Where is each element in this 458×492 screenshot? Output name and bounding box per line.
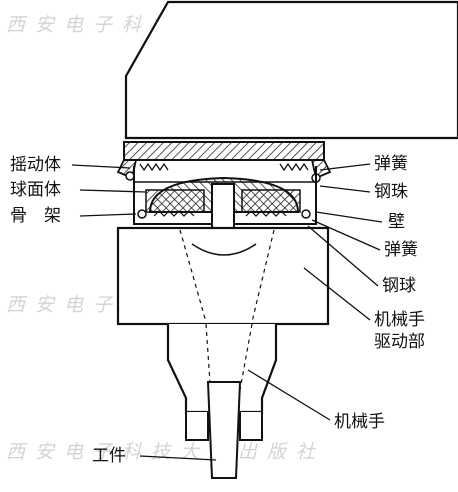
leader-lines: [71, 163, 383, 461]
manipulator-finger-right: [239, 412, 263, 441]
robot-arm-body: [124, 0, 458, 140]
label-frame: 骨 架: [10, 206, 61, 226]
label-swing-body: 摇动体: [10, 155, 61, 175]
steel-ball-lower-right: [301, 209, 311, 219]
manipulator-finger-left: [185, 412, 209, 441]
label-workpiece: 工件: [92, 446, 126, 466]
label-spring-bottom: 弹簧: [384, 240, 418, 260]
label-wall: 壁: [388, 212, 405, 232]
label-drive-line1: 机械手: [374, 310, 425, 330]
drive-top-recess: [191, 243, 257, 256]
label-spherical-body: 球面体: [10, 180, 61, 200]
upper-spring-row: [139, 162, 309, 172]
label-drive-line2: 驱动部: [374, 332, 425, 352]
lower-spring-row: [153, 210, 287, 217]
steel-ball-lower-left: [137, 209, 147, 219]
label-spring-top: 弹簧: [374, 154, 408, 174]
label-steel-ball-bottom: 钢球: [382, 276, 416, 296]
inner-block-right: [241, 189, 301, 213]
label-steel-ball-top: 钢珠: [374, 182, 408, 202]
drive-unit-box: [116, 226, 330, 326]
inner-block-left: [145, 189, 205, 213]
workpiece: [206, 381, 242, 479]
swing-body-plate: [123, 141, 325, 161]
steel-ball-upper-left: [125, 171, 135, 181]
label-manipulator: 机械手: [334, 412, 385, 432]
